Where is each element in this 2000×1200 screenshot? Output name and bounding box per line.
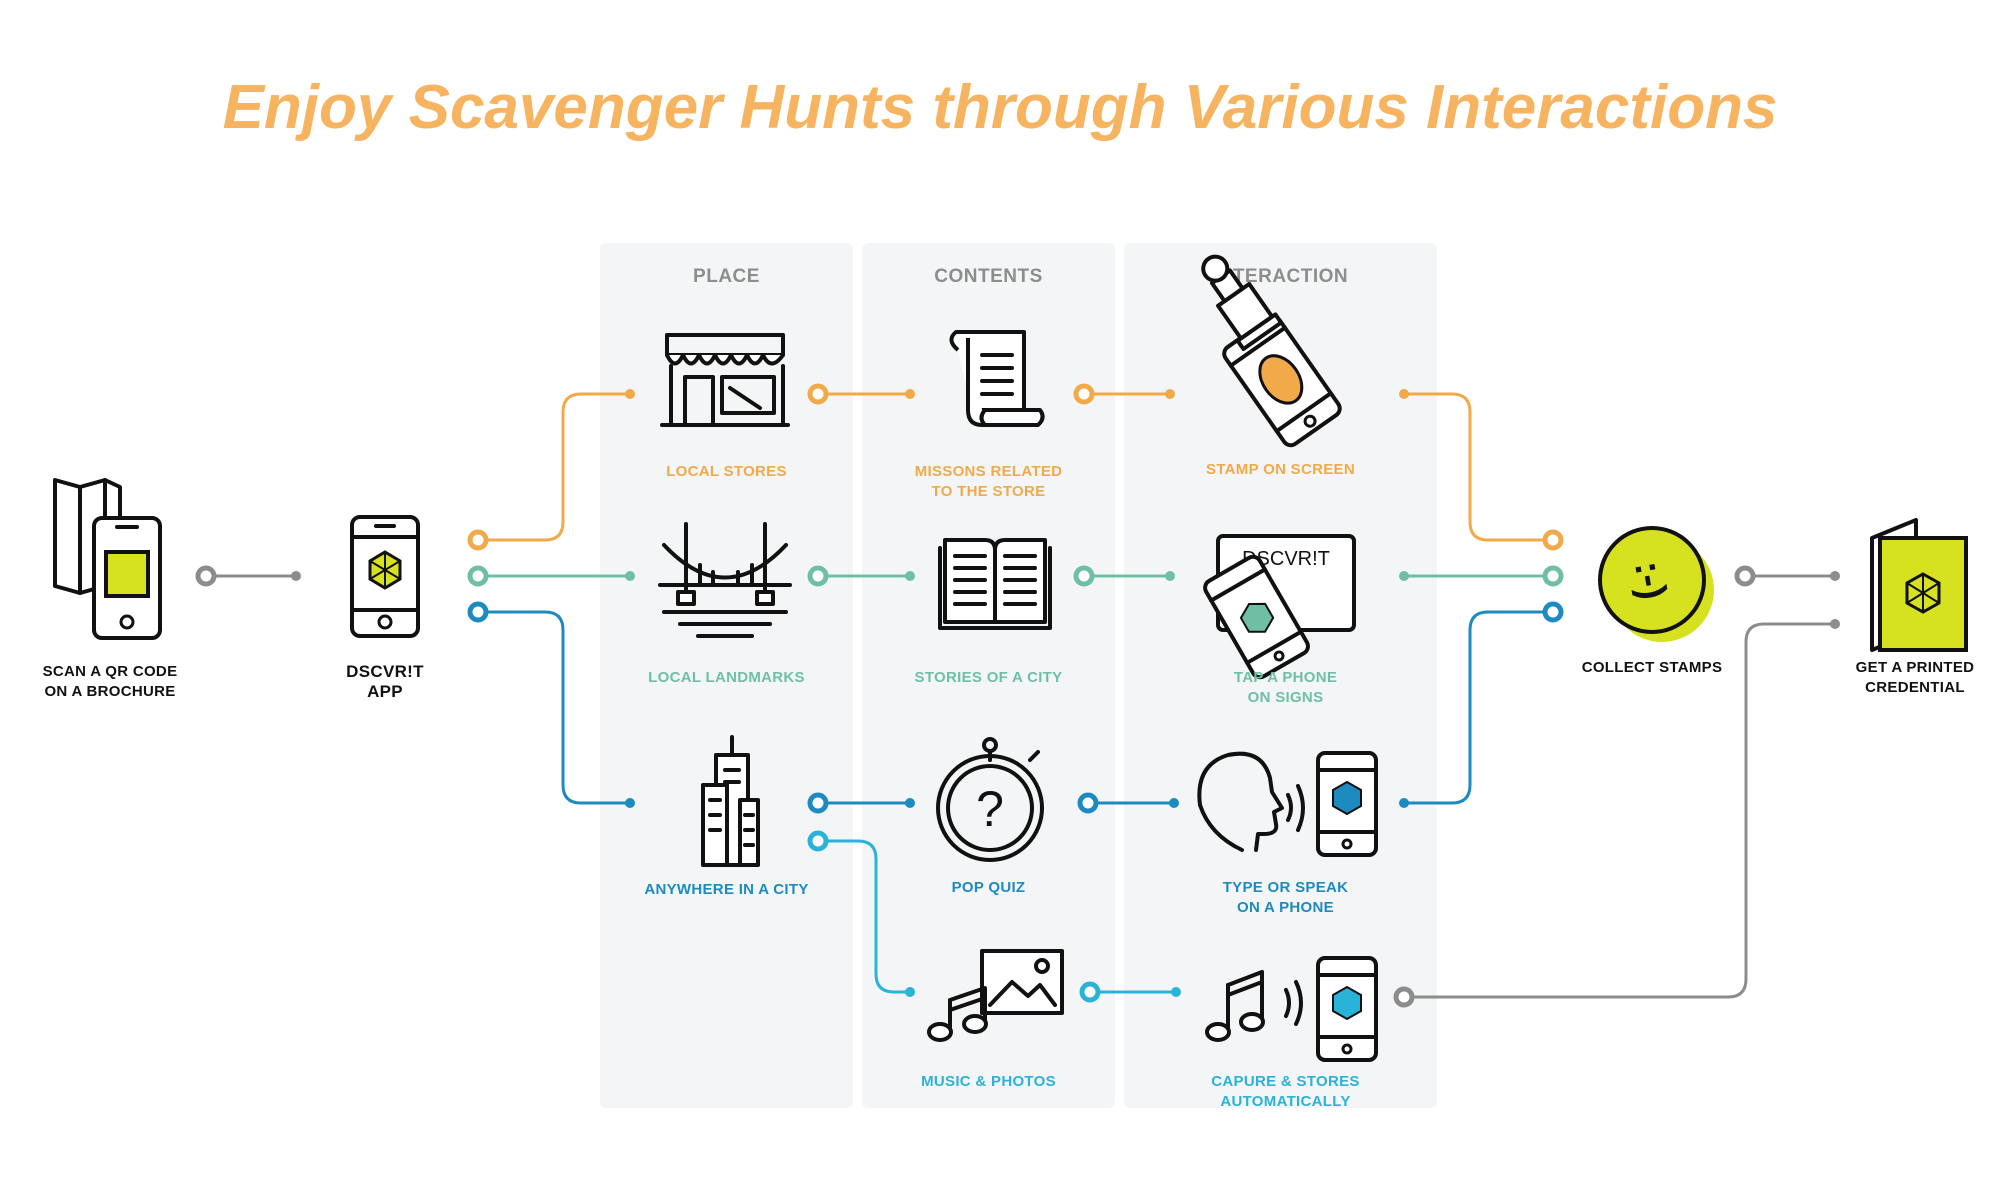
skyscraper-icon	[701, 735, 760, 867]
brochure-phone-icon	[53, 478, 162, 640]
capture-label: CAPURE & STORES AUTOMATICALLY	[1211, 1073, 1360, 1110]
music-photos-label: MUSIC & PHOTOS	[921, 1073, 1056, 1090]
missions-label: MISSONS RELATED TO THE STORE	[914, 463, 1063, 500]
credential-label: GET A PRINTED CREDENTIAL	[1855, 659, 1975, 696]
connector-lines	[206, 392, 1835, 999]
local-landmarks-label: LOCAL LANDMARKS	[648, 669, 805, 686]
local-stores-label: LOCAL STORES	[666, 463, 787, 480]
scan-qr-label: SCAN A QR CODE ON A BROCHURE	[42, 663, 178, 700]
music-photo-icon	[927, 949, 1064, 1042]
store-icon	[660, 333, 790, 427]
connector-nodes	[195, 383, 1840, 1008]
page-title: Enjoy Scavenger Hunts through Various In…	[222, 73, 1778, 142]
stamp-label: STAMP ON SCREEN	[1206, 461, 1355, 478]
smiley-stamp-icon: :-)	[1598, 526, 1714, 642]
speak-phone-icon	[1197, 751, 1378, 857]
tap-label: TAP A PHONE ON SIGNS	[1233, 669, 1338, 706]
scroll-icon	[949, 330, 1045, 427]
collect-stamps-label: COLLECT STAMPS	[1581, 659, 1723, 676]
contents-header: CONTENTS	[934, 266, 1043, 287]
app-label: DSCVR!T APP	[346, 662, 424, 701]
open-book-icon	[938, 538, 1052, 630]
credential-icon	[1870, 518, 1968, 652]
dscvrit-app-icon	[350, 515, 420, 638]
pop-quiz-label: POP QUIZ	[951, 879, 1026, 896]
stamp-on-phone-icon	[1201, 254, 1342, 448]
smiley-text: :-)	[1626, 558, 1674, 603]
type-speak-label: TYPE OR SPEAK ON A PHONE	[1222, 879, 1349, 916]
stories-label: STORIES OF A CITY	[914, 669, 1063, 686]
capture-phone-icon	[1205, 956, 1378, 1062]
anywhere-label: ANYWHERE IN A CITY	[644, 881, 809, 898]
quiz-question-mark: ?	[976, 781, 1004, 837]
stopwatch-icon: ?	[936, 737, 1044, 862]
bridge-icon	[658, 522, 792, 638]
place-header: PLACE	[693, 266, 760, 287]
tap-sign-icon: DSCVR!T	[1203, 534, 1356, 680]
interaction-header: INTERACTION	[1212, 266, 1349, 287]
